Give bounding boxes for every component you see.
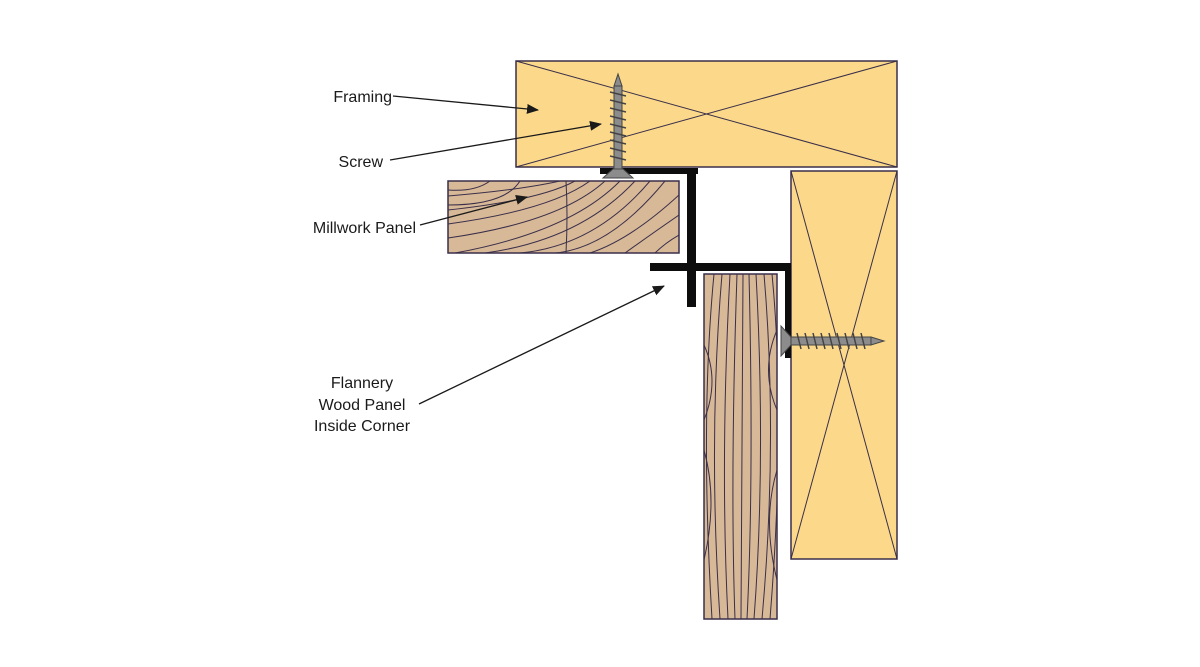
screw-horizontal	[780, 324, 886, 358]
framing-right	[790, 170, 898, 560]
millwork-panel-label: Millwork Panel	[313, 220, 416, 237]
screw-vertical	[601, 72, 635, 179]
corner-label-line3: Inside Corner	[314, 418, 411, 435]
corner-label-line2: Wood Panel	[319, 397, 406, 414]
millwork-arrow	[419, 194, 528, 226]
screw-arrow	[389, 120, 602, 161]
framing-label: Framing	[333, 89, 392, 106]
screw-label: Screw	[339, 154, 384, 171]
corner-label-line1: Flannery	[331, 375, 393, 392]
vertical-wood-panel	[703, 273, 778, 620]
framing-top	[515, 60, 898, 168]
millwork-panel	[447, 180, 680, 254]
framing-arrow	[392, 95, 539, 114]
corner-arrow	[418, 285, 665, 405]
inside-corner-trim	[600, 168, 791, 358]
leader-arrows	[389, 95, 665, 405]
